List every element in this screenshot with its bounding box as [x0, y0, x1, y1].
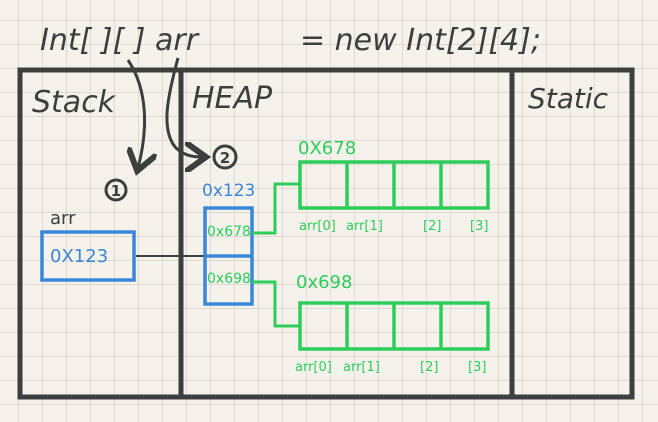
inner-0-label-3: [3] — [470, 219, 488, 234]
marker-one: 1 — [104, 178, 128, 202]
stack-var-name: arr — [50, 208, 76, 229]
arrow-to-heap — [165, 57, 203, 157]
inner-array-1 — [298, 301, 490, 351]
connector-row-0 — [252, 182, 300, 235]
inner-array-1-address: 0x698 — [296, 272, 352, 293]
inner-1-label-2: [2] — [420, 360, 438, 375]
svg-text:2: 2 — [220, 149, 230, 167]
inner-array-0 — [298, 160, 490, 210]
inner-0-label-1: arr[1] — [346, 219, 383, 234]
svg-text:1: 1 — [111, 182, 121, 200]
code-allocation: = new Int[2][4]; — [300, 23, 541, 58]
stack-var-box — [40, 230, 136, 282]
inner-0-label-2: [2] — [423, 219, 441, 234]
stack-var-value: 0X123 — [50, 246, 108, 267]
heap-label: HEAP — [192, 81, 273, 116]
inner-1-label-0: arr[0] — [295, 360, 332, 375]
static-label: Static — [528, 82, 609, 115]
marker-two: 2 — [212, 144, 238, 170]
memory-frame — [17, 67, 635, 400]
inner-0-label-0: arr[0] — [299, 219, 336, 234]
arrow-to-stack — [128, 59, 145, 168]
inner-1-label-3: [3] — [468, 360, 486, 375]
inner-1-label-1: arr[1] — [343, 360, 380, 375]
inner-array-0-address: 0X678 — [298, 138, 356, 159]
outer-array-address: 0x123 — [202, 181, 255, 201]
code-declaration: Int[ ][ ] arr — [40, 23, 200, 58]
stack-label: Stack — [32, 85, 117, 120]
outer-cell-1: 0x698 — [207, 271, 251, 287]
outer-cell-0: 0x678 — [207, 224, 251, 240]
connector-row-1 — [252, 280, 300, 328]
